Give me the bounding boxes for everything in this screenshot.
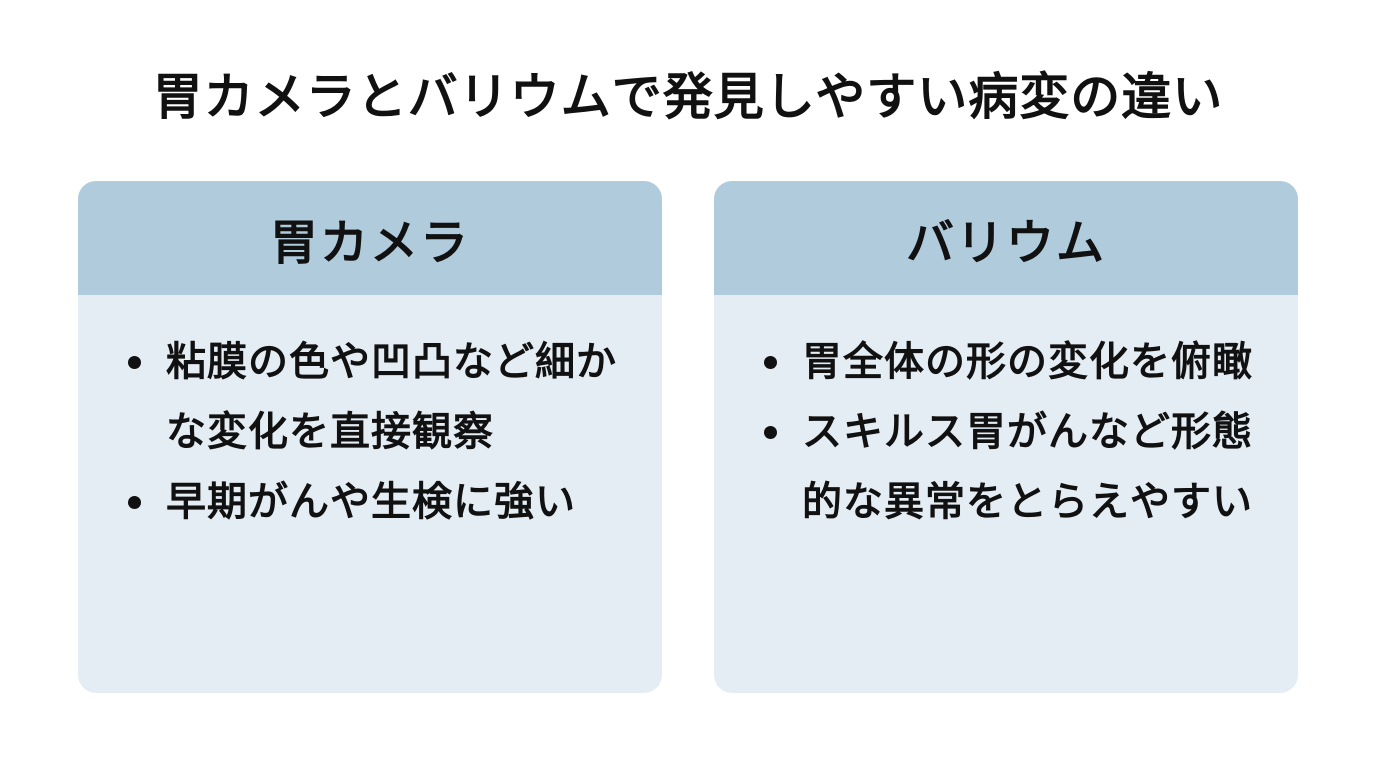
endoscopy-card-heading: 胃カメラ (78, 181, 662, 295)
bullet-icon (128, 356, 141, 369)
list-item-text: 胃全体の形の変化を俯瞰 (802, 339, 1253, 385)
page-title: 胃カメラとバリウムで発見しやすい病変の違い (152, 68, 1224, 126)
list-item: 早期がんや生検に強い (122, 467, 622, 537)
bullet-icon (764, 356, 777, 369)
endoscopy-card-body: 粘膜の色や凹凸など細かな変化を直接観察 早期がんや生検に強い (78, 295, 662, 537)
barium-card: バリウム 胃全体の形の変化を俯瞰 スキルス胃がんなど形態的な異常をとらえやすい (714, 181, 1298, 693)
list-item-text: スキルス胃がんなど形態的な異常をとらえやすい (802, 409, 1253, 525)
list-item: 胃全体の形の変化を俯瞰 (758, 327, 1258, 397)
barium-card-heading: バリウム (714, 181, 1298, 295)
list-item: 粘膜の色や凹凸など細かな変化を直接観察 (122, 327, 622, 467)
barium-card-body: 胃全体の形の変化を俯瞰 スキルス胃がんなど形態的な異常をとらえやすい (714, 295, 1298, 537)
barium-bullet-list: 胃全体の形の変化を俯瞰 スキルス胃がんなど形態的な異常をとらえやすい (758, 327, 1258, 537)
endoscopy-card: 胃カメラ 粘膜の色や凹凸など細かな変化を直接観察 早期がんや生検に強い (78, 181, 662, 693)
bullet-icon (128, 496, 141, 509)
list-item-text: 早期がんや生検に強い (166, 479, 576, 525)
endoscopy-bullet-list: 粘膜の色や凹凸など細かな変化を直接観察 早期がんや生検に強い (122, 327, 622, 537)
list-item-text: 粘膜の色や凹凸など細かな変化を直接観察 (166, 339, 617, 455)
bullet-icon (764, 426, 777, 439)
list-item: スキルス胃がんなど形態的な異常をとらえやすい (758, 397, 1258, 537)
